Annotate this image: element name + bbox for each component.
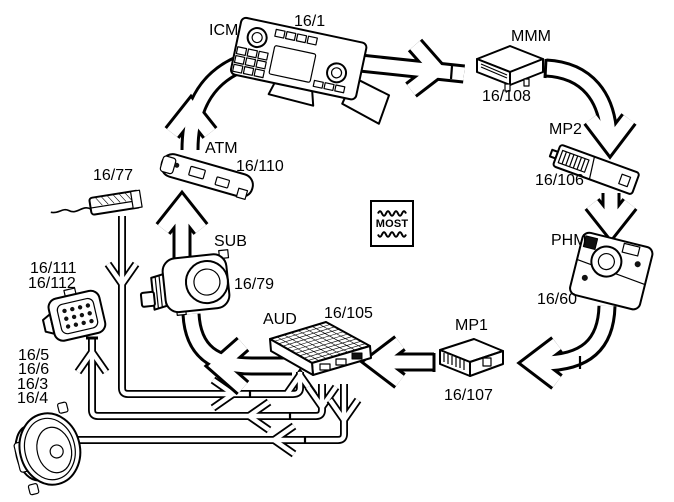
arrow-sub-to-atm xyxy=(155,189,209,259)
part-number-sub: 16/79 xyxy=(234,276,275,293)
mmm-illustration xyxy=(476,45,544,92)
part-number-phm: 16/60 xyxy=(537,291,578,308)
arrow-aud-to-sub xyxy=(181,313,292,396)
part-number-microphone: 16/77 xyxy=(93,167,134,184)
node-label-icm: ICM xyxy=(209,22,239,39)
node-label-sub: SUB xyxy=(214,233,247,250)
wire-mic-to-aud xyxy=(104,216,318,412)
icm-illustration xyxy=(229,16,391,125)
part-number-mmm: 16/108 xyxy=(482,88,531,105)
microphone-illustration xyxy=(50,189,143,216)
node-label-aud: AUD xyxy=(263,311,297,328)
node-label-atm: ATM xyxy=(205,140,238,157)
arrow-phm-to-mp1 xyxy=(516,305,617,390)
node-label-mp1: MP1 xyxy=(455,317,488,334)
wire-aud-to-speakers xyxy=(72,384,362,458)
atm-illustration xyxy=(159,153,254,200)
door-speaker-illustration xyxy=(13,401,82,496)
wire-aud-to-tweeters xyxy=(74,336,340,434)
part-number-speaker-4: 16/4 xyxy=(17,390,49,407)
part-number-mp2: 16/106 xyxy=(535,172,584,189)
arrow-mp2-to-phm xyxy=(584,193,638,244)
part-number-atm: 16/110 xyxy=(236,158,284,175)
node-label-mp2: MP2 xyxy=(549,121,582,138)
part-number-aud: 16/105 xyxy=(324,305,373,322)
part-number-speaker-1: 16/5 xyxy=(18,347,50,364)
aud-illustration xyxy=(269,321,372,376)
most-logo-wave-bottom xyxy=(377,230,407,238)
arrow-mmm-to-mp2 xyxy=(543,58,637,160)
part-number-icm: 16/1 xyxy=(294,13,326,30)
part-number-mp1: 16/107 xyxy=(444,387,493,404)
part-number-speaker-3: 16/3 xyxy=(17,376,49,393)
part-number-speaker-2: 16/6 xyxy=(18,361,50,378)
node-label-phm: PHM xyxy=(551,232,587,249)
arrow-atm-to-icm xyxy=(164,55,245,151)
most-logo-wave-top xyxy=(377,209,407,217)
arrow-mp1-to-aud xyxy=(359,335,436,389)
part-number-tweeter-2: 16/112 xyxy=(28,275,76,292)
most-logo-text: MOST xyxy=(375,217,409,230)
part-number-tweeter-1: 16/111 xyxy=(30,260,77,277)
mp1-illustration xyxy=(439,338,504,377)
sub-illustration xyxy=(139,249,231,316)
node-label-mmm: MMM xyxy=(511,28,551,45)
most-logo: MOST xyxy=(370,200,414,247)
mp2-illustration xyxy=(548,144,640,195)
tweeter-illustration xyxy=(41,287,107,342)
phm-illustration xyxy=(569,231,654,311)
